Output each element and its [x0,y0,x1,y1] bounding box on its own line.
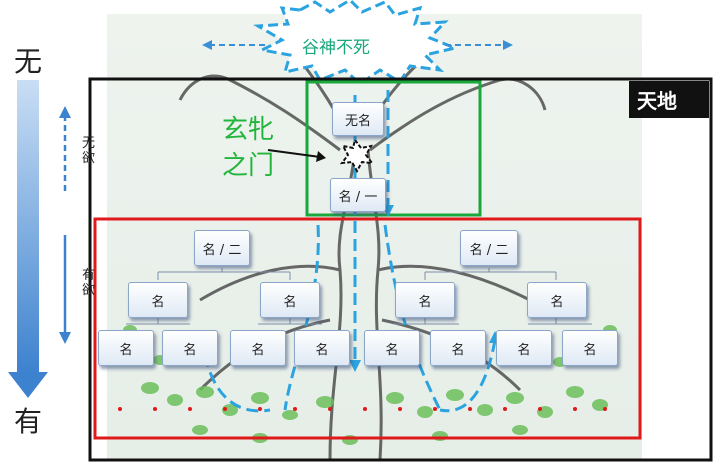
you-label: 有 [14,405,43,438]
wu-you-arrow-head [8,372,48,398]
node-label: 名 [151,294,165,310]
node-ming-er-left: 名 / 二 [194,230,250,266]
wu-you-arrow-shaft [17,80,39,373]
node-level3-2: 名 [260,282,320,318]
wu-label: 无 [14,45,43,78]
node-wuming: 无名 [332,102,384,136]
node-level3-1: 名 [128,282,188,318]
node-ming-yi: 名 / 一 [330,178,386,212]
tiandi-frame [88,77,713,462]
node-label: 名 / 一 [338,189,378,205]
node-label: 名 [315,342,329,358]
node-label: 名 [283,294,297,310]
node-level3-4: 名 [527,282,587,318]
node-label: 名 [583,342,597,358]
node-level4-4: 名 [294,330,350,366]
node-label: 名 [451,342,465,358]
node-level4-1: 名 [98,330,154,366]
cloud-burst [253,0,460,86]
node-level4-6: 名 [430,330,486,366]
cloud-left-arrow-head [202,40,212,50]
wuyu-arrow-head [59,106,71,118]
green-frame [305,80,482,217]
xuanpin-pointer-head [316,151,326,162]
node-level3-3: 名 [395,282,455,318]
node-label: 名 [418,294,432,310]
ellipsis-dots [118,407,607,411]
youyu-arrow-head [59,332,71,344]
tree-leaves [123,325,617,445]
flow-arrow-down-center [349,360,361,372]
node-level4-7: 名 [496,330,552,366]
red-frame [93,217,642,440]
node-label: 名 [183,342,197,358]
node-level4-2: 名 [162,330,218,366]
xuanpin-pointer-line [267,149,321,158]
xuanpin-label: 玄牝 之门 [222,115,275,181]
node-level4-3: 名 [230,330,286,366]
cloud-label: 谷神不死 [302,38,370,58]
node-label: 名 [385,342,399,358]
cloud-right-arrow-head [503,40,513,50]
node-label: 名 [550,294,564,310]
youyu-label: 有 欲 [82,268,96,298]
node-level4-8: 名 [562,330,618,366]
xuanpin-gate-star [339,137,375,174]
node-level4-5: 名 [364,330,420,366]
node-label: 名 / 二 [202,242,242,258]
node-label: 名 / 二 [469,242,509,258]
node-ming-er-right: 名 / 二 [460,230,518,266]
node-label: 无名 [344,113,371,129]
tiandi-label-box [629,81,709,118]
wuyu-label: 无 欲 [82,136,96,166]
node-label: 名 [517,342,531,358]
tiandi-label: 天地 [637,89,677,113]
node-label: 名 [119,342,133,358]
node-label: 名 [251,342,265,358]
